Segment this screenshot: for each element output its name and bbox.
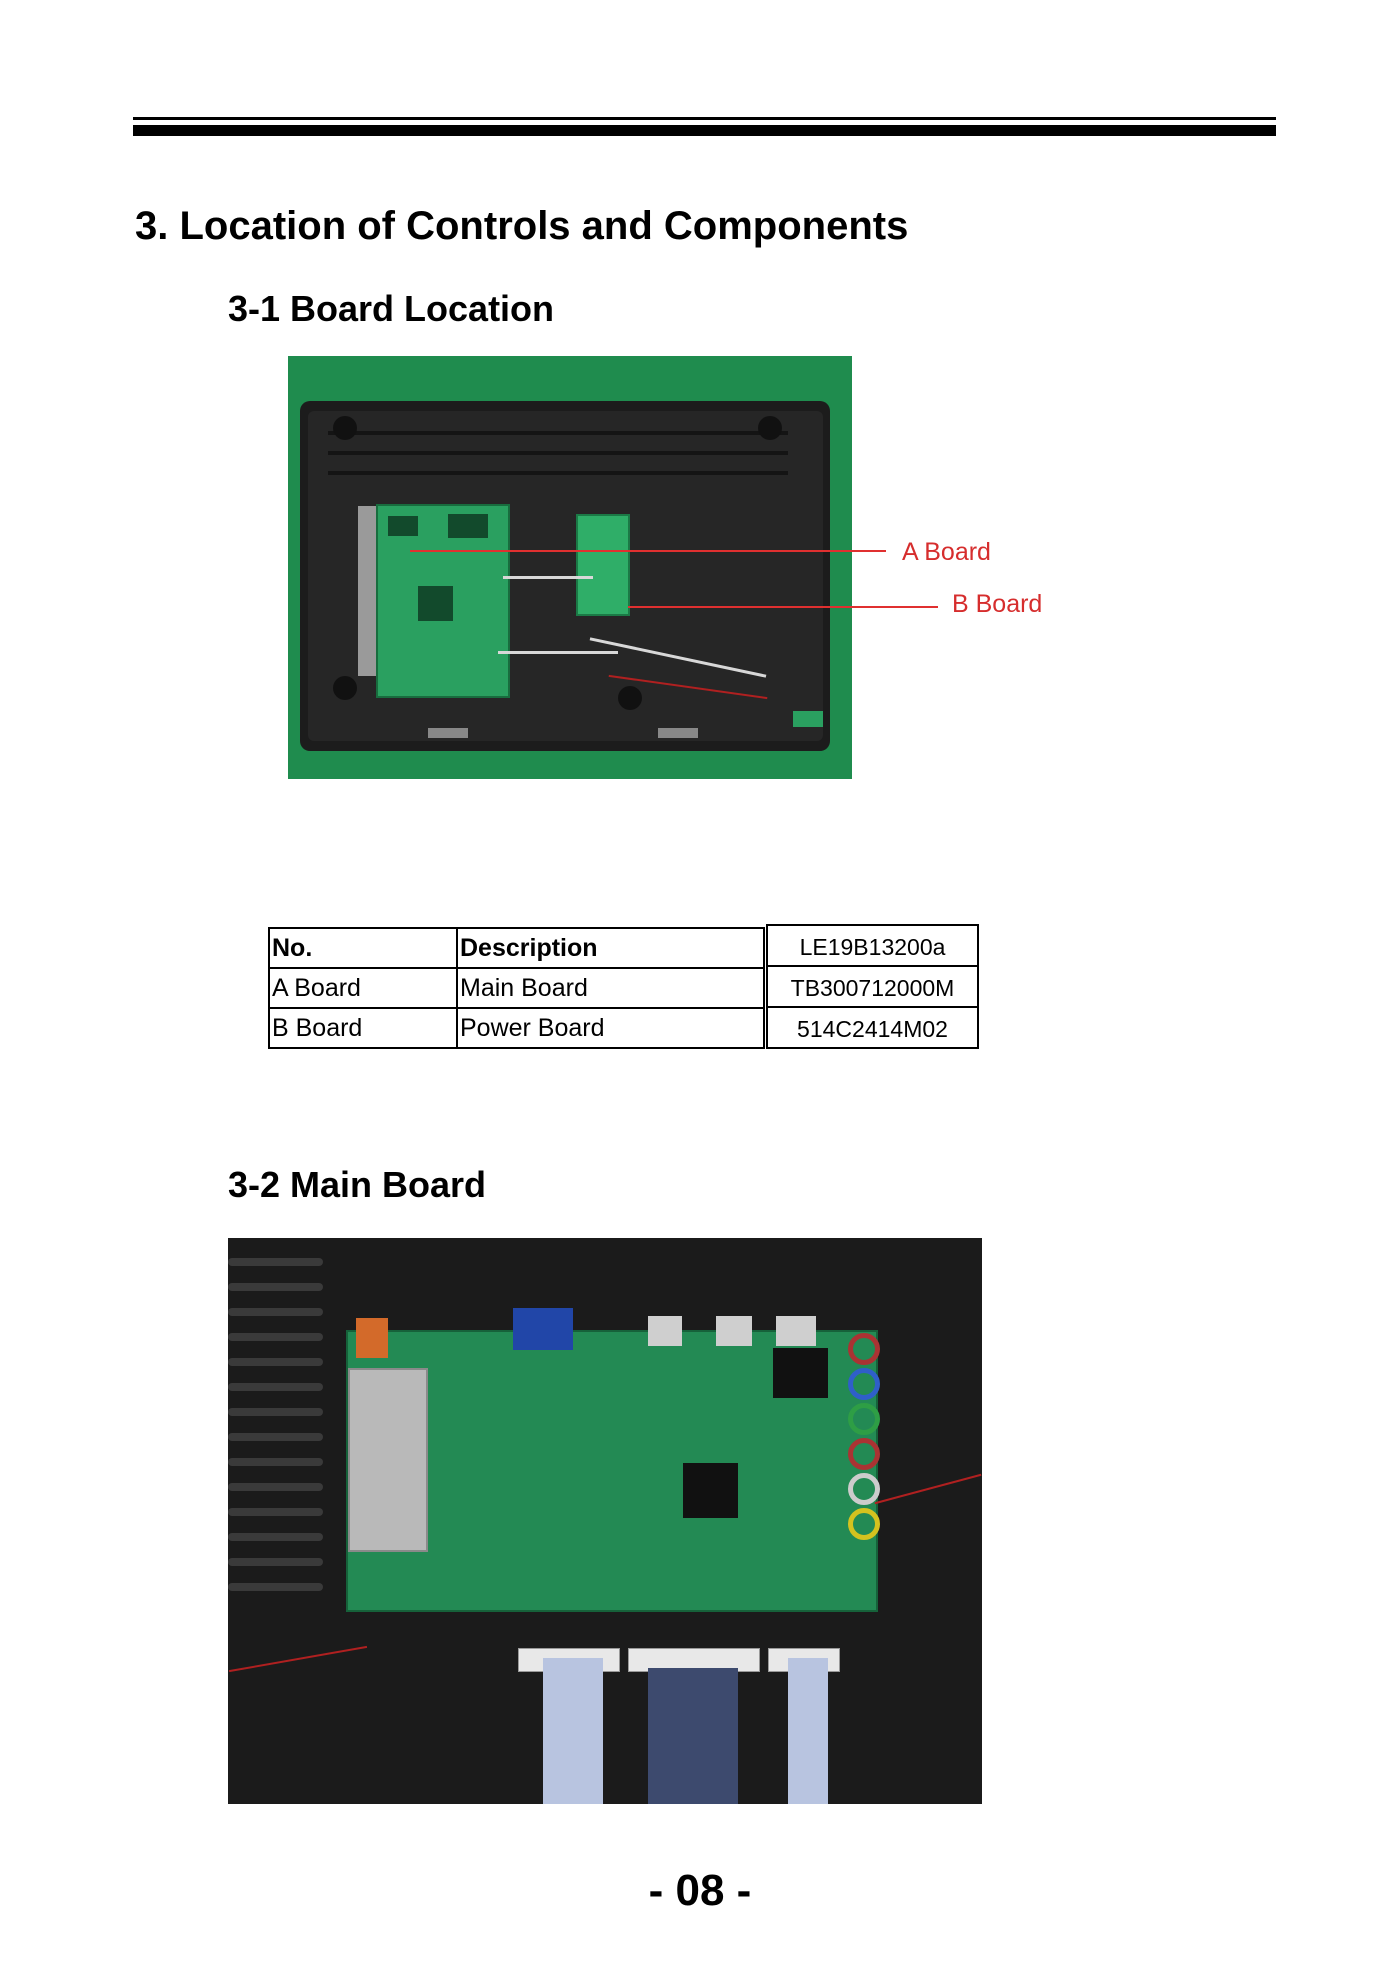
cell-description: Main Board <box>456 967 765 1009</box>
callout-label-b: B Board <box>952 590 1043 618</box>
board-table: No. Description A Board Main Board B Boa… <box>268 927 765 1049</box>
table-row: B Board Power Board <box>268 1007 765 1049</box>
board-location-photo <box>288 356 852 779</box>
header-rule-thin <box>133 117 1276 120</box>
page-number: - 08 - <box>648 1866 752 1915</box>
b-board-image <box>576 514 630 616</box>
section-heading-board-location: 3-1 Board Location <box>228 288 555 329</box>
header-no: No. <box>268 927 458 969</box>
a-board-image <box>376 504 510 698</box>
part-code-column: LE19B13200a TB300712000M 514C2414M02 <box>766 924 979 1049</box>
chapter-heading: 3. Location of Controls and Components <box>135 204 909 248</box>
callout-line-b <box>628 606 938 608</box>
part-code: TB300712000M <box>768 965 977 1006</box>
table-row: A Board Main Board <box>268 967 765 1009</box>
main-board-photo <box>228 1238 982 1804</box>
model-code: LE19B13200a <box>799 934 946 960</box>
cell-description: Power Board <box>456 1007 765 1049</box>
part-code: 514C2414M02 <box>768 1006 977 1047</box>
header-description: Description <box>456 927 765 969</box>
callout-label-a: A Board <box>902 538 991 566</box>
cell-no: A Board <box>268 967 458 1009</box>
callout-line-a <box>410 550 886 552</box>
cell-no: B Board <box>268 1007 458 1049</box>
table-header-row: No. Description <box>268 927 765 969</box>
header-rule-thick <box>133 125 1276 136</box>
section-heading-main-board: 3-2 Main Board <box>228 1164 487 1205</box>
